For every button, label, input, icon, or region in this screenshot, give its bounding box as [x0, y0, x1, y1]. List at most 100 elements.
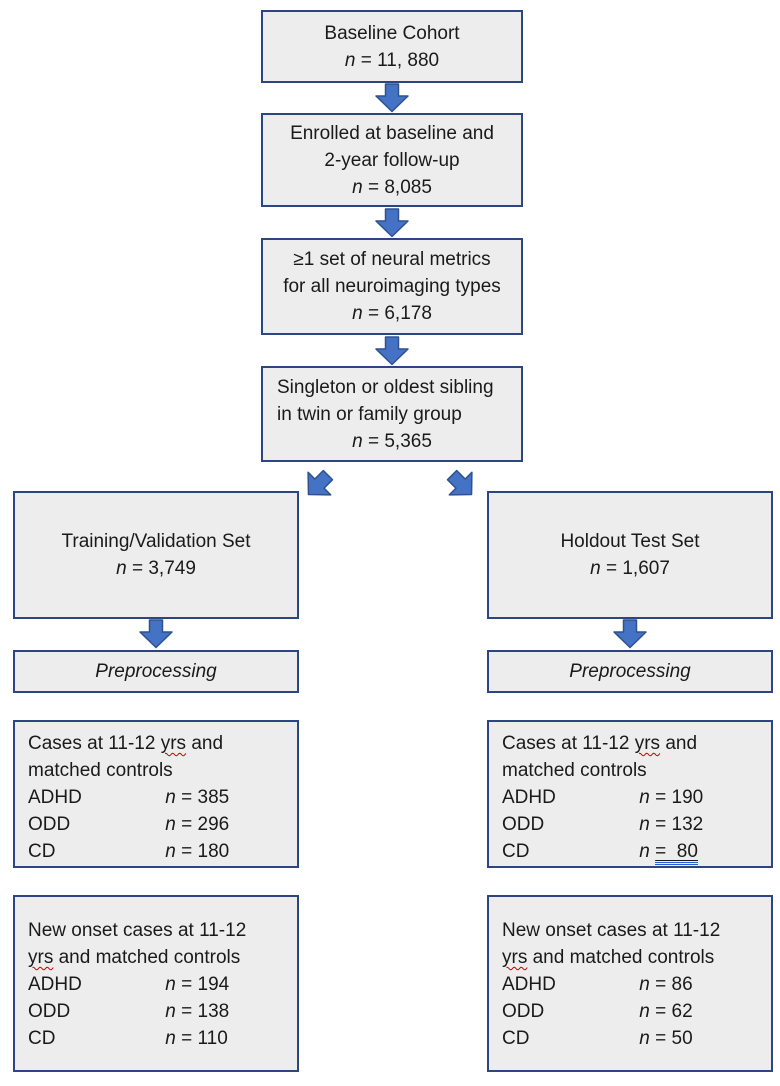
- baseline-cohort-box: Baseline Cohort n = 11, 880: [261, 10, 523, 83]
- box-line: Cases at 11-12 yrs and: [28, 730, 285, 757]
- preprocessing-label: Preprocessing: [95, 661, 217, 682]
- n-group: n = 86: [639, 974, 692, 995]
- n-value: = 6,178: [367, 303, 432, 324]
- stat-row: CD n = 110: [28, 1025, 285, 1052]
- n-line: n = 6,178: [263, 300, 521, 327]
- diagnosis-label: CD: [502, 1028, 530, 1049]
- n-group: n = 180: [165, 841, 229, 862]
- n-group: n = 385: [165, 787, 229, 808]
- cases-box-right: Cases at 11-12 yrs and matched controls …: [487, 720, 773, 868]
- box-line: New onset cases at 11-12: [28, 920, 247, 941]
- n-symbol: n: [165, 841, 176, 862]
- down-arrow-icon: [375, 83, 409, 113]
- down-arrow-icon: [375, 336, 409, 366]
- stat-row: ODD n = 62: [502, 998, 759, 1025]
- n-group: n = 110: [165, 1028, 228, 1049]
- n-value: = 86: [655, 974, 693, 995]
- n-symbol: n: [352, 176, 363, 198]
- n-line: n = 3,749: [15, 555, 297, 582]
- n-symbol: n: [590, 558, 601, 579]
- box-title: Holdout Test Set: [560, 531, 700, 552]
- stat-row: CD n = 50: [502, 1025, 759, 1052]
- misspelled-word: yrs: [160, 733, 187, 754]
- n-value: = 11, 880: [360, 49, 440, 71]
- n-symbol: n: [352, 303, 363, 324]
- n-value: = 50: [655, 1028, 693, 1049]
- n-group: n = 50: [639, 1028, 692, 1049]
- n-symbol: n: [165, 814, 176, 835]
- box-line: yrs and matched controls: [28, 944, 285, 971]
- singleton-box: Singleton or oldest sibling in twin or f…: [261, 366, 523, 462]
- neural-metrics-box: ≥1 set of neural metrics for all neuroim…: [261, 238, 523, 335]
- holdout-test-set-box: Holdout Test Set n = 1,607: [487, 491, 773, 619]
- n-group: n = 80: [639, 841, 698, 865]
- text-segment: and: [191, 733, 224, 754]
- n-value: = 180: [181, 841, 230, 862]
- n-symbol: n: [639, 841, 650, 862]
- box-title: Training/Validation Set: [61, 531, 251, 552]
- misspelled-word: yrs: [28, 947, 54, 968]
- n-value: = 1,607: [605, 558, 670, 579]
- n-value: = 138: [181, 1001, 230, 1022]
- preprocessing-box-left: Preprocessing: [13, 650, 299, 693]
- box-line: matched controls: [28, 760, 173, 781]
- box-line: Enrolled at baseline and: [290, 122, 494, 144]
- stat-row: ODD n = 296: [28, 811, 285, 838]
- n-value: = 62: [655, 1001, 693, 1022]
- box-line: yrs and matched controls: [502, 944, 759, 971]
- box-line: ≥1 set of neural metrics: [293, 249, 491, 270]
- n-symbol: n: [639, 1001, 650, 1022]
- box-line: in twin or family group: [277, 403, 462, 425]
- n-value: = 132: [655, 814, 704, 835]
- preprocessing-label: Preprocessing: [569, 661, 691, 682]
- stat-row: CD n = 80: [502, 838, 759, 865]
- box-line: for all neuroimaging types: [283, 276, 501, 297]
- n-value-grammar-underlined: = 80: [655, 841, 698, 865]
- diagonal-left-arrow-icon: [307, 469, 334, 496]
- n-group: n = 132: [639, 814, 703, 835]
- box-line: Singleton or oldest sibling: [277, 376, 494, 398]
- down-arrow-icon: [375, 208, 409, 238]
- n-symbol: n: [344, 49, 356, 71]
- n-value: = 110: [181, 1028, 228, 1049]
- n-value: = 8,085: [367, 176, 432, 198]
- box-line: New onset cases at 11-12: [502, 920, 721, 941]
- text-segment: Cases at 11-12: [502, 733, 630, 754]
- n-group: n = 296: [165, 814, 229, 835]
- diagnosis-label: ODD: [28, 814, 71, 835]
- diagnosis-label: ADHD: [28, 974, 82, 995]
- stat-row: ADHD n = 190: [502, 784, 759, 811]
- n-line: n = 11, 880: [263, 47, 521, 74]
- diagnosis-label: ADHD: [28, 787, 82, 808]
- stat-row: ODD n = 138: [28, 998, 285, 1025]
- n-group: n = 138: [165, 1001, 229, 1022]
- n-symbol: n: [639, 974, 650, 995]
- preprocessing-box-right: Preprocessing: [487, 650, 773, 693]
- n-group: n = 190: [639, 787, 703, 808]
- diagnosis-label: ADHD: [502, 787, 556, 808]
- n-value: = 385: [181, 787, 230, 808]
- n-symbol: n: [165, 1001, 176, 1022]
- n-symbol: n: [639, 814, 650, 835]
- new-onset-box-right: New onset cases at 11-12 yrs and matched…: [487, 895, 773, 1072]
- stat-row: ADHD n = 86: [502, 971, 759, 998]
- down-arrow-icon: [613, 619, 647, 649]
- text-segment: and: [665, 733, 698, 754]
- stat-row: ADHD n = 385: [28, 784, 285, 811]
- n-symbol: n: [116, 558, 127, 579]
- diagnosis-label: ODD: [502, 814, 545, 835]
- cases-box-left: Cases at 11-12 yrs and matched controls …: [13, 720, 299, 868]
- stat-row: ODD n = 132: [502, 811, 759, 838]
- n-symbol: n: [165, 787, 176, 808]
- n-value: = 296: [181, 814, 230, 835]
- n-line: n = 8,085: [263, 174, 521, 201]
- misspelled-word: yrs: [502, 947, 528, 968]
- text-segment: Cases at 11-12: [28, 733, 156, 754]
- diagnosis-label: CD: [502, 841, 530, 862]
- n-symbol: n: [639, 787, 650, 808]
- n-symbol: n: [639, 1028, 650, 1049]
- down-arrow-icon: [139, 619, 173, 649]
- n-group: n = 62: [639, 1001, 692, 1022]
- n-group: n = 194: [165, 974, 229, 995]
